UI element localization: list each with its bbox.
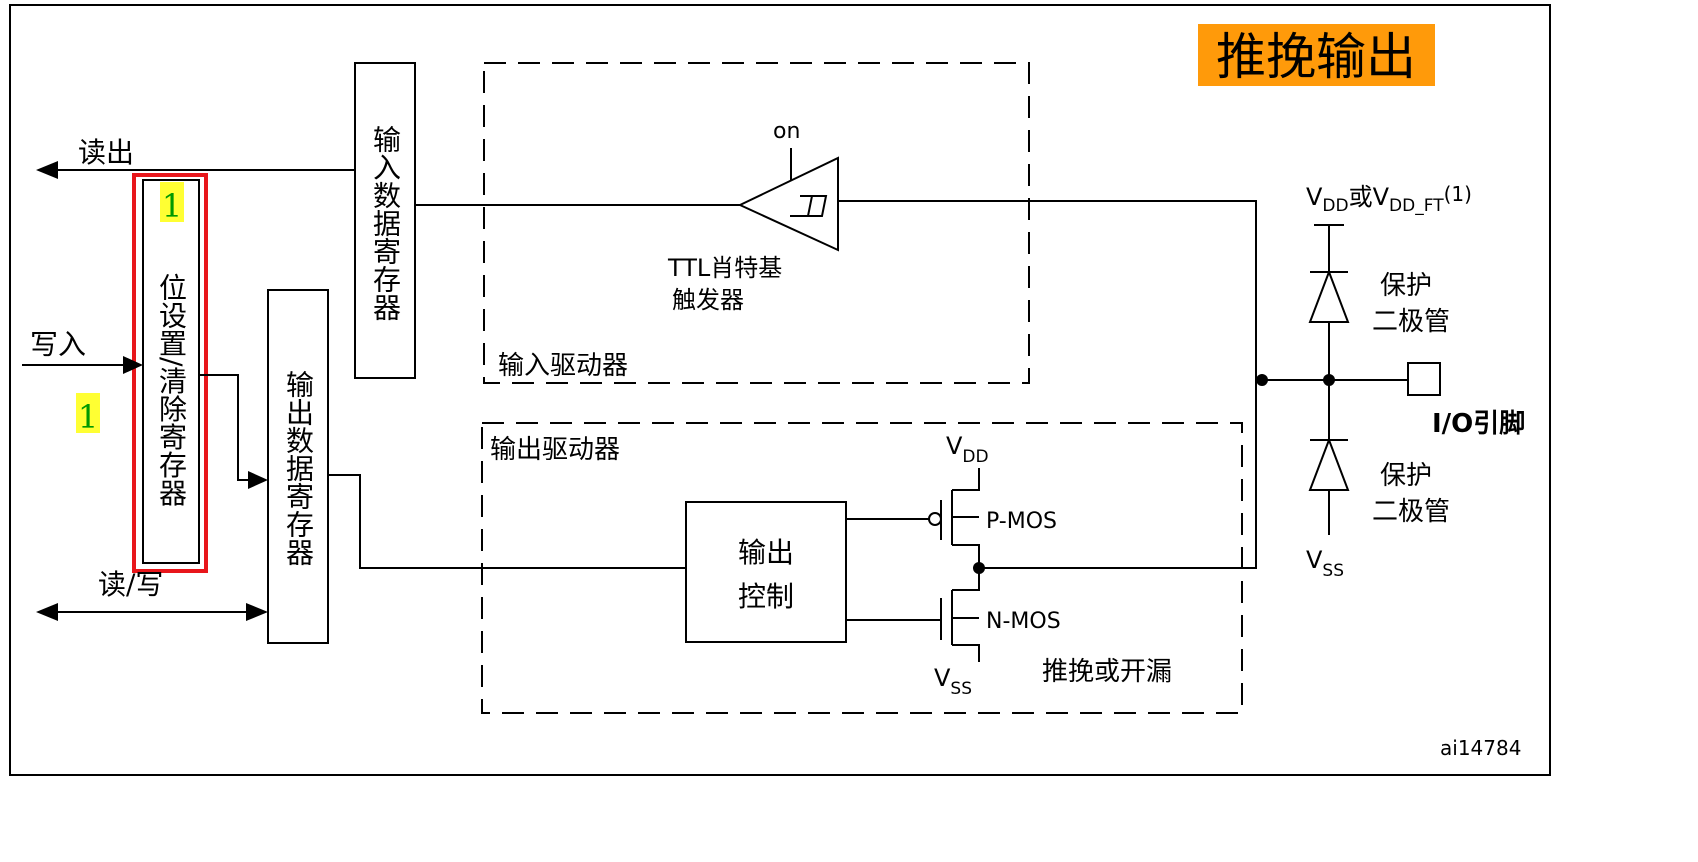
- hysteresis-symbol: [790, 195, 828, 217]
- output-control-line2: 控制: [738, 580, 794, 613]
- write-in-label: 写入: [30, 328, 86, 361]
- trigger-label-line2: 触发器: [672, 286, 744, 314]
- pin-label: I/O引脚: [1432, 409, 1525, 439]
- red-highlight-box: [132, 173, 208, 573]
- read-write-arrow-right: [246, 603, 268, 621]
- title-badge: 推挽输出: [1216, 28, 1416, 86]
- read-write-arrow-left: [36, 603, 58, 621]
- mark-a-highlight: [160, 182, 184, 222]
- mode-label: 推挽或开漏: [1042, 657, 1172, 687]
- lower-diode-label-line2: 二极管: [1372, 497, 1450, 527]
- pmos-label: P-MOS: [986, 509, 1057, 534]
- ground-label: VSS: [1306, 546, 1344, 581]
- figure-id: ai14784: [1440, 736, 1521, 760]
- mark-a: 1: [162, 187, 182, 225]
- junction-dot-diodes: [1323, 374, 1335, 386]
- write-in-arrow: [123, 356, 143, 374]
- output-data-register-label: 输出数据寄存器: [282, 369, 315, 566]
- supply-label: VDD或VDD_FT(1): [1306, 182, 1472, 216]
- read-out-label: 读出: [78, 136, 134, 169]
- read-out-arrow: [36, 161, 58, 179]
- input-data-register-label: 输入数据寄存器: [369, 125, 402, 321]
- junction-dot-pin: [1256, 374, 1268, 386]
- lower-diode: [1308, 437, 1350, 491]
- output-control-box: [685, 501, 847, 643]
- lower-diode-label-line1: 保护: [1380, 461, 1432, 491]
- title-badge-bg: [1198, 24, 1435, 86]
- junction-dot-mos: [973, 562, 985, 574]
- upper-diode-label-line2: 二极管: [1372, 307, 1450, 337]
- input-driver-box: [483, 62, 1030, 384]
- mark-b: 1: [78, 398, 98, 436]
- pmos-gate-bubble: [928, 512, 942, 526]
- io-pin-square: [1407, 362, 1441, 396]
- vdd-label: VDD: [946, 432, 989, 467]
- input-data-register-box: [354, 62, 416, 379]
- read-write-label: 读/写: [98, 568, 163, 601]
- bit-set-reset-register-label: 位设置/清除寄存器: [155, 273, 188, 507]
- upper-diode-label-line1: 保护: [1380, 271, 1432, 301]
- output-control-line1: 输出: [738, 536, 794, 569]
- diagram-frame: [9, 4, 1551, 776]
- upper-diode: [1308, 269, 1350, 323]
- mark-b-highlight: [76, 393, 100, 433]
- vss-label: VSS: [934, 664, 972, 699]
- trigger-label-line1: TTL肖特基: [667, 254, 782, 282]
- trigger-on-label: on: [773, 119, 800, 144]
- output-driver-label: 输出驱动器: [490, 435, 620, 465]
- nmos-label: N-MOS: [986, 609, 1061, 634]
- input-driver-label: 输入驱动器: [498, 351, 628, 381]
- bit-set-reset-register-box: [142, 179, 200, 564]
- output-data-register-box: [267, 289, 329, 644]
- schmitt-trigger: [737, 156, 839, 252]
- register-feed-arrow: [248, 471, 268, 489]
